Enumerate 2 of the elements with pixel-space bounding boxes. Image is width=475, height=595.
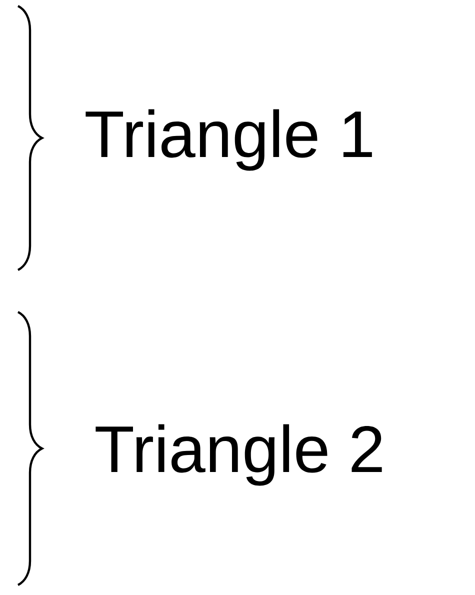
label-text: Triangle 1 [86, 109, 372, 171]
label-text: Triangle 2 [96, 424, 382, 486]
